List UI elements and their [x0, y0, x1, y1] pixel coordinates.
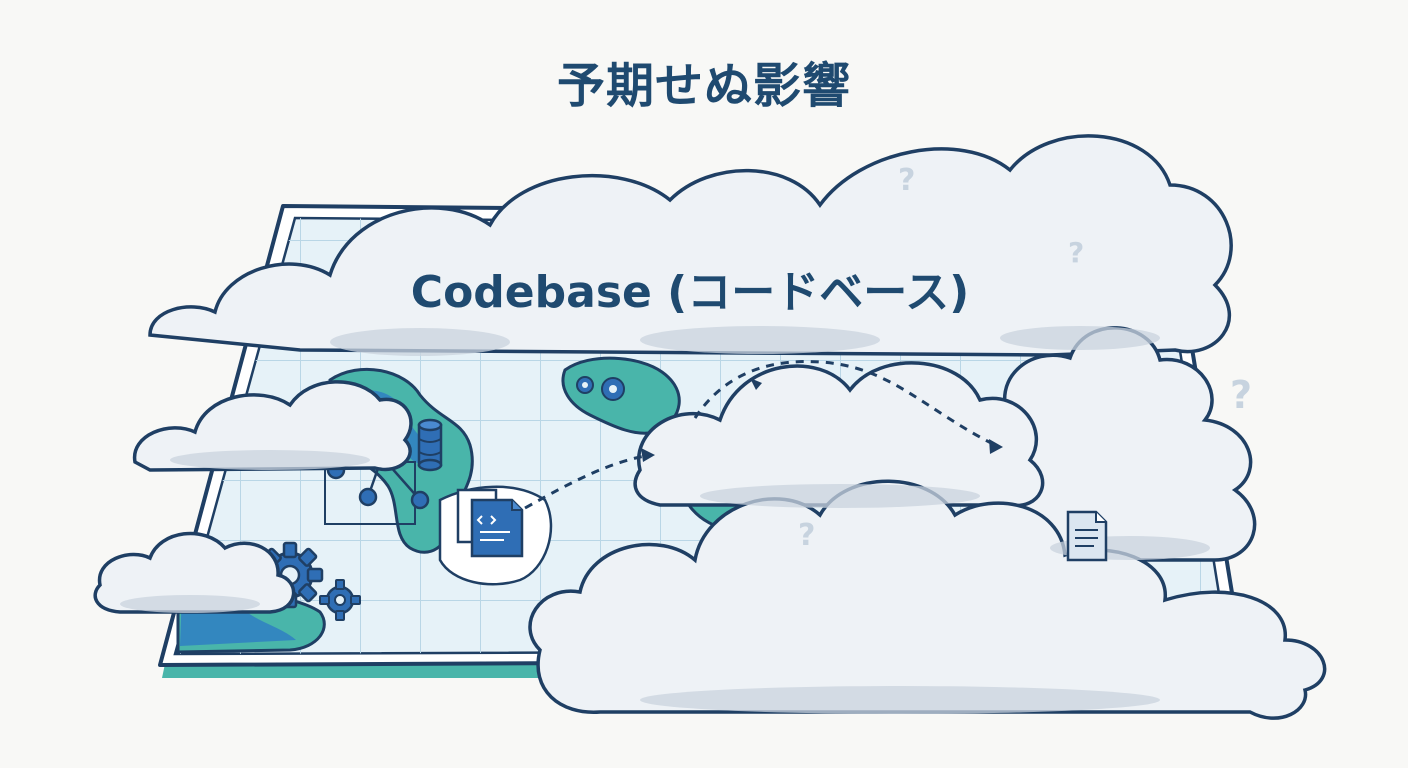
database-icon: [417, 418, 443, 472]
cloud-left-bottom: [93, 531, 296, 614]
page-title: 予期せぬ影響: [556, 58, 851, 114]
question-mark-2: ?: [1068, 236, 1084, 269]
cloud-left: [133, 380, 413, 472]
cloud-bottom: [528, 479, 1327, 720]
codebase-label: Codebase (コードベース): [410, 267, 970, 318]
dashed-arrow-path: [524, 360, 996, 510]
gear-icon-north: [576, 376, 625, 401]
cloud-shading: [120, 326, 1210, 714]
question-mark-3: ?: [1230, 373, 1252, 417]
cloud-center: [633, 361, 1045, 508]
question-mark-1: ?: [898, 163, 915, 198]
document-icon: [1066, 510, 1108, 562]
question-marks: ? ? ? ?: [798, 163, 1252, 553]
question-mark-4: ?: [798, 518, 815, 553]
code-file-icon: [456, 488, 524, 558]
arrowheads: [641, 378, 1003, 462]
fog-clouds: [93, 134, 1327, 720]
cloud-top: [148, 134, 1233, 357]
gear-icon-small: [319, 579, 361, 621]
